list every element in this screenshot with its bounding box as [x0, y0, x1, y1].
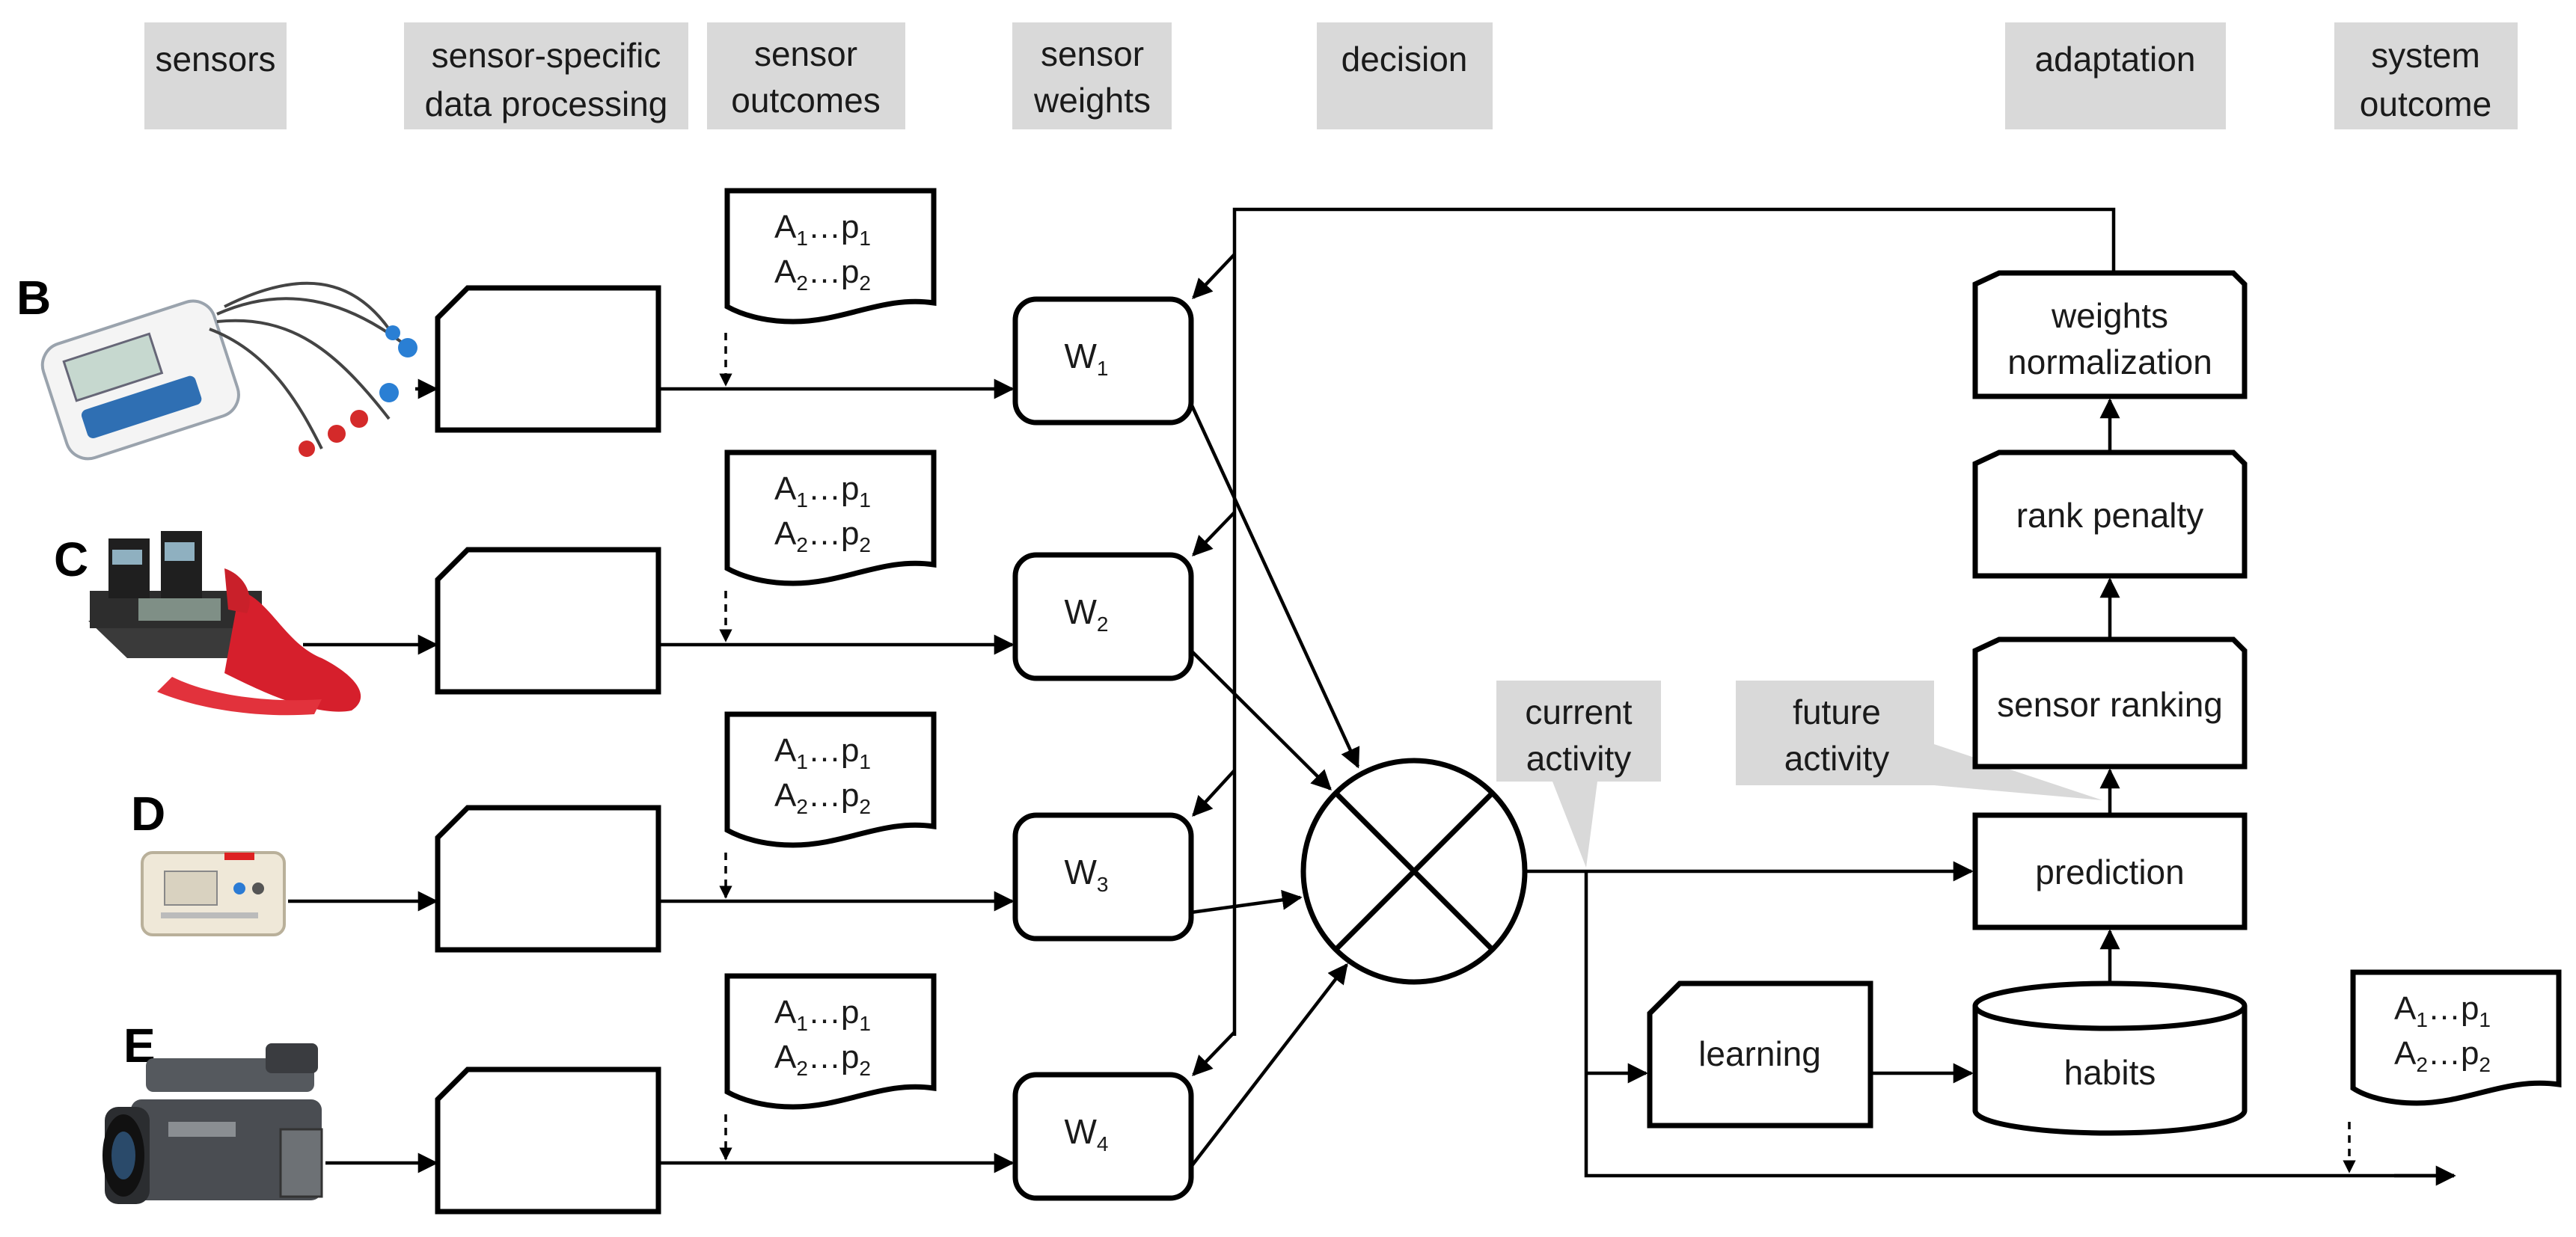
- header-outcomes-line1: sensor: [754, 34, 857, 73]
- outcome-doc-d: A1…p1 A2…p2: [724, 711, 937, 848]
- rank-penalty-box: [1972, 449, 2248, 579]
- small-sensor-device-icon: [141, 851, 286, 936]
- prediction-box: [1972, 812, 2248, 930]
- sensor-ranking-label: sensor ranking: [1997, 685, 2223, 724]
- header-sensors: sensors: [155, 40, 275, 79]
- svg-text:A1…p1: A1…p1: [774, 732, 871, 773]
- sensor-letter-b: B: [16, 271, 51, 325]
- feedback-arrow-w1: [1192, 253, 1236, 299]
- rank-penalty-label: rank penalty: [2016, 496, 2204, 535]
- svg-text:A2…p2: A2…p2: [774, 1039, 871, 1080]
- callout-current-line1: current: [1525, 693, 1632, 731]
- header-outcomes-bg: [707, 22, 905, 129]
- outcome-doc-e: A1…p1 A2…p2: [724, 973, 937, 1110]
- header-sensors-bg: [144, 22, 287, 129]
- video-camera-icon: [103, 1043, 323, 1204]
- arrow-w1-decision: [1189, 403, 1360, 769]
- callout-current-line2: activity: [1526, 739, 1632, 778]
- header-weights-line1: sensor: [1041, 34, 1144, 73]
- sensor-ranking-box: [1972, 636, 2248, 770]
- header-decision: decision: [1341, 40, 1468, 79]
- output-line: [1584, 871, 2454, 1178]
- header-outcomes-line2: outcomes: [731, 81, 880, 120]
- arrow-w3-decision: [1190, 889, 1303, 915]
- header-adaptation-bg: [2005, 22, 2226, 129]
- arrow-w2-decision: [1190, 649, 1332, 791]
- weight-box-w1: [1012, 296, 1194, 426]
- system-outcome-doc: A1…p1 A2…p2: [2350, 969, 2562, 1106]
- feedback-bus: [1232, 207, 2116, 1036]
- svg-text:A1…p1: A1…p1: [774, 209, 871, 250]
- svg-text:A1…p1: A1…p1: [2394, 990, 2491, 1031]
- svg-text:A1…p1: A1…p1: [774, 470, 871, 512]
- svg-text:A2…p2: A2…p2: [774, 515, 871, 556]
- processing-box-c: [435, 547, 661, 695]
- callout-future-activity: [1736, 681, 2102, 800]
- header-system-outcome-bg: [2334, 22, 2518, 129]
- header-processing-line2: data processing: [425, 85, 668, 123]
- svg-text:A1…p1: A1…p1: [774, 994, 871, 1035]
- header-weights-line2: weights: [1033, 81, 1151, 120]
- outcome-doc-c: A1…p1 A2…p2: [724, 449, 937, 586]
- habits-label: habits: [2064, 1053, 2156, 1092]
- decision-combiner: [1300, 758, 1528, 985]
- weight-box-w4: [1012, 1072, 1194, 1201]
- weights-normalization-line1: weights: [2051, 296, 2168, 335]
- processing-box-e: [435, 1066, 661, 1215]
- learning-label: learning: [1698, 1034, 1821, 1073]
- weight-box-w2: [1012, 552, 1194, 681]
- header-decision-bg: [1317, 22, 1493, 129]
- header-processing-bg: [404, 22, 688, 129]
- prediction-label: prediction: [2035, 853, 2184, 891]
- arrow-w4-decision: [1190, 963, 1348, 1168]
- svg-text:A2…p2: A2…p2: [774, 777, 871, 818]
- header-adaptation: adaptation: [2035, 40, 2196, 79]
- weight-label-w2: W2: [1065, 592, 1109, 636]
- weight-box-w3: [1012, 812, 1194, 942]
- header-weights-bg: [1012, 22, 1172, 129]
- feedback-arrow-w3: [1192, 769, 1236, 817]
- feedback-arrow-w2: [1192, 511, 1236, 556]
- weight-label-w4: W4: [1065, 1112, 1109, 1155]
- weights-normalization-box: [1972, 270, 2248, 399]
- svg-text:A2…p2: A2…p2: [2394, 1035, 2491, 1076]
- sensor-letter-c: C: [54, 532, 88, 586]
- ecg-monitor-icon: [40, 281, 417, 461]
- weight-label-w3: W3: [1065, 853, 1109, 896]
- outcome-doc-b: A1…p1 A2…p2: [724, 188, 937, 325]
- feedback-arrow-w4: [1192, 1031, 1236, 1076]
- learning-box: [1647, 980, 1873, 1129]
- processing-box-d: [435, 805, 661, 953]
- habits-cylinder: [1972, 980, 2248, 1136]
- callout-future-line1: future: [1793, 693, 1881, 731]
- callout-future-line2: activity: [1784, 739, 1890, 778]
- weight-label-w1: W1: [1065, 337, 1109, 380]
- weights-normalization-line2: normalization: [2007, 343, 2212, 381]
- callout-current-activity: [1496, 681, 1661, 868]
- header-system-outcome-line2: outcome: [2360, 85, 2491, 123]
- wearable-monitor-icon: [88, 531, 361, 716]
- processing-box-b: [435, 285, 661, 433]
- svg-text:A2…p2: A2…p2: [774, 254, 871, 295]
- header-system-outcome-line1: system: [2371, 36, 2480, 75]
- header-processing-line1: sensor-specific: [432, 36, 661, 75]
- sensor-letter-d: D: [131, 787, 165, 841]
